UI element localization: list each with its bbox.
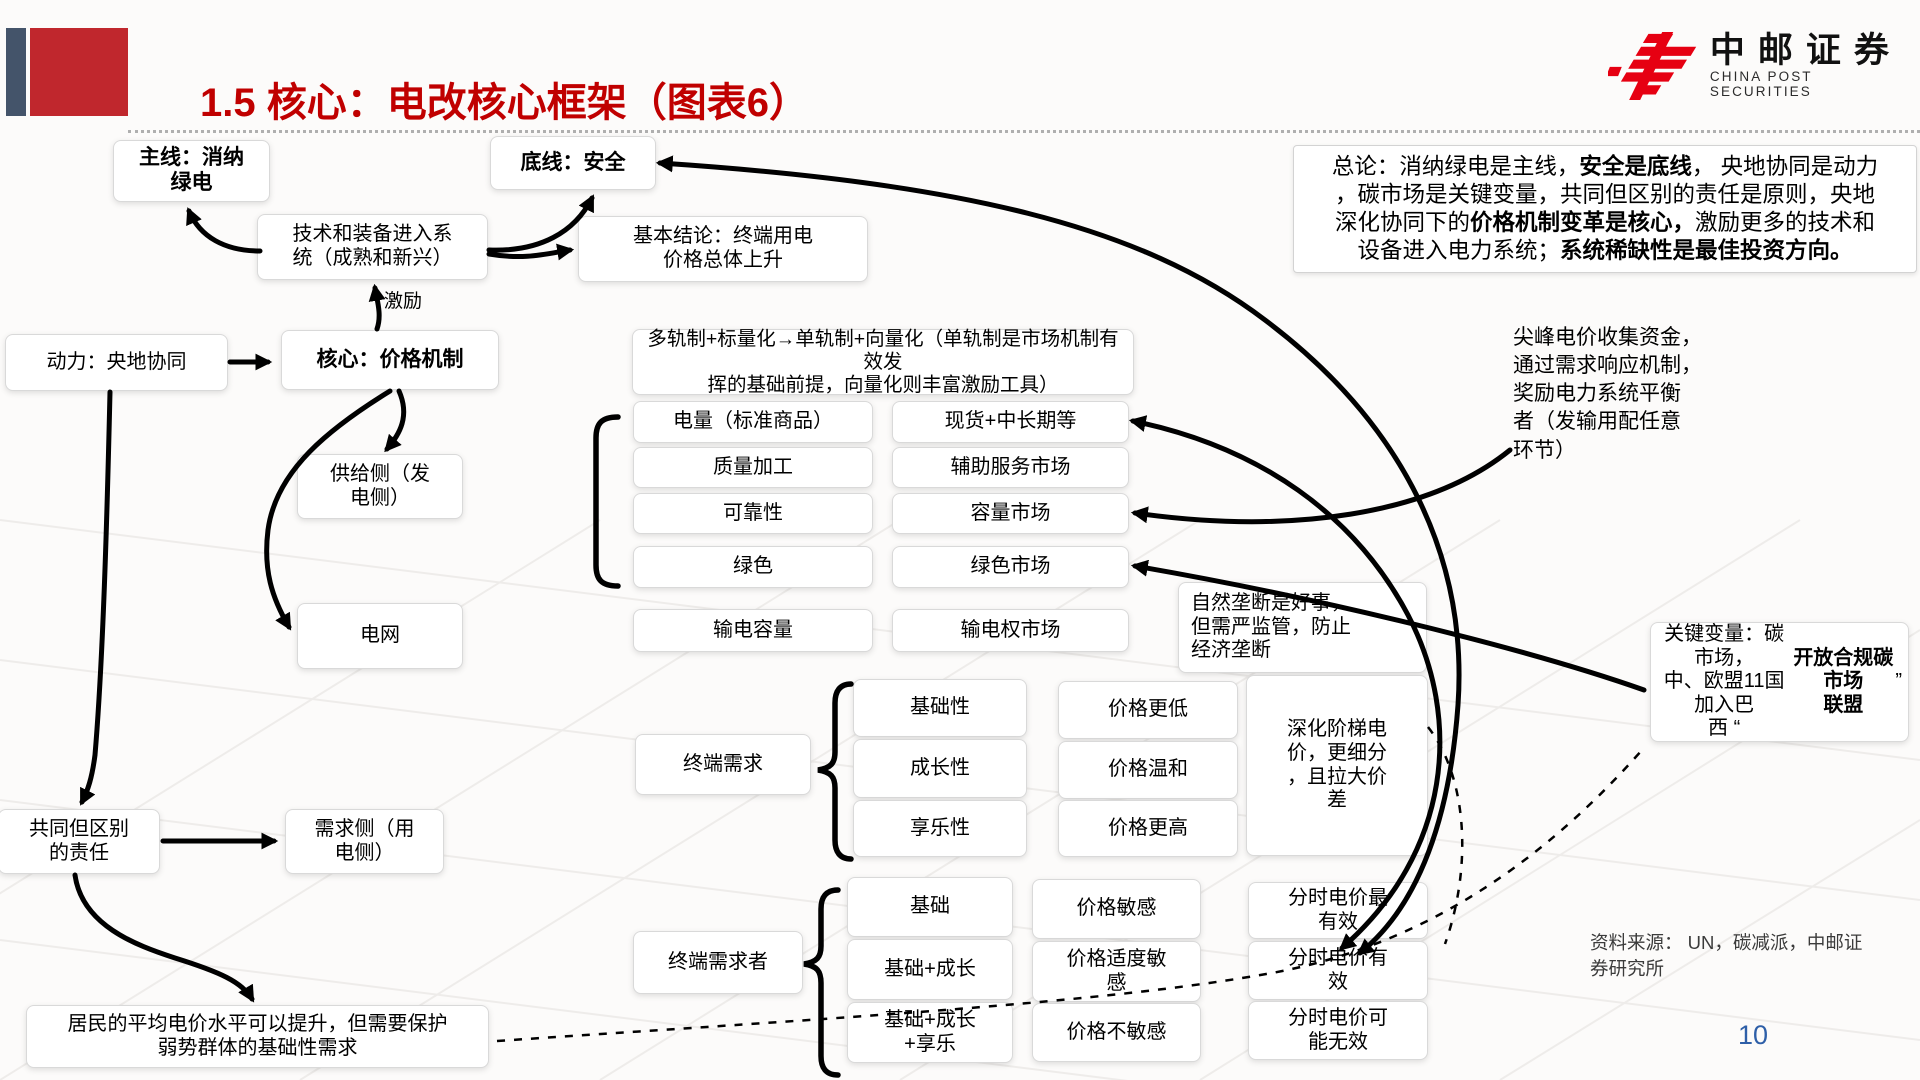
node-sens-low: 价格不敏感 (1032, 1003, 1201, 1062)
incentive-label: 激励 (384, 291, 423, 312)
node-mkt-transmission: 输电权市场 (892, 609, 1129, 652)
node-cons-basic-growth-hedonic: 基础+成长 +享乐 (847, 1002, 1013, 1063)
plain-text: ” (1895, 670, 1902, 693)
brand-name-en: CHINA POST SECURITIES (1709, 69, 1813, 100)
source-note: 资料来源： UN，碳减派，中邮证 券研究所 (1590, 932, 1863, 979)
node-cons-basic-growth: 基础+成长 (847, 939, 1013, 1000)
brace-terminal-demand (817, 681, 854, 862)
node-bottomline: 底线：安全 (490, 136, 656, 190)
deco-bar-red (30, 28, 128, 116)
emphasis-text: 开放合规碳市场 联盟 (1793, 646, 1894, 716)
node-need-basic: 基础性 (853, 679, 1027, 737)
node-price-mild: 价格温和 (1058, 741, 1238, 799)
node-common-responsibility: 共同但区别 的责任 (0, 809, 160, 874)
node-attr-quality: 质量加工 (633, 447, 873, 488)
node-price-lower: 价格更低 (1058, 681, 1238, 739)
dotted-divider (128, 130, 1920, 133)
arrow-common-to-resident (72, 872, 255, 1003)
node-core-price-mechanism: 核心：价格机制 (281, 330, 499, 390)
node-sens-high: 价格敏感 (1032, 879, 1201, 939)
node-sens-moderate: 价格适度敏 感 (1032, 941, 1201, 1002)
node-tech-equipment: 技术和装备进入系 统（成熟和新兴） (257, 214, 488, 280)
summary-box: 总论：消纳绿电是主线，安全是底线， 央地协同是动力 ，碳市场是关键变量，共同但区… (1293, 145, 1917, 273)
node-attr-green: 绿色 (633, 546, 873, 588)
brand-logo: 中邮证券 CHINA POST SECURITIES (1608, 30, 1920, 102)
emphasis-text: 安全是底线 (1579, 154, 1692, 179)
arrow-peak-to-capacity (1130, 447, 1513, 525)
brace-terminal-consumer (803, 887, 841, 1078)
brand-text: 中邮证券 CHINA POST SECURITIES (1709, 30, 1920, 100)
node-multitrack: 多轨制+标量化→单轨制+向量化（单轨制是市场机制有效发 挥的基础前提，向量化则丰… (632, 328, 1134, 396)
dashed-tiered-to-tou (1427, 726, 1464, 945)
node-natural-monopoly: 自然垄断是好事， 但需严监管，防止 经济垄断 (1178, 582, 1427, 673)
node-mkt-ancillary: 辅助服务市场 (892, 447, 1129, 488)
node-key-variable-carbon: 关键变量：碳市场， 中、欧盟11国加入巴 西 “开放合规碳市场 联盟” (1650, 622, 1909, 742)
node-grid: 电网 (297, 603, 463, 669)
arrow-core-to-supply (384, 388, 407, 453)
page-number: 10 (1738, 1020, 1769, 1050)
node-terminal-consumer: 终端需求者 (633, 931, 803, 994)
arrow-power-to-common (79, 389, 113, 806)
node-need-hedonic: 享乐性 (853, 800, 1027, 857)
page-title: 1.5 核心：电改核心框架（图表6） (200, 81, 809, 125)
node-mkt-capacity: 容量市场 (892, 493, 1129, 534)
node-tou-most-effective: 分时电价最 有效 (1248, 882, 1428, 939)
node-mkt-green: 绿色市场 (892, 546, 1129, 588)
node-attr-reliability: 可靠性 (633, 493, 873, 534)
arrow-tech-to-bottomline (486, 194, 595, 253)
node-tou-effective: 分时电价有 效 (1248, 941, 1428, 1000)
emphasis-text: 系统稀缺性是最佳投资方向。 (1560, 237, 1853, 263)
node-attr-quantity: 电量（标准商品） (633, 401, 873, 443)
node-terminal-demand: 终端需求 (635, 734, 811, 795)
plain-text: 总论：消纳绿电是主线， (1331, 154, 1580, 179)
china-post-emblem-icon (1608, 32, 1697, 100)
arrow-incentive-core-to-tech (368, 283, 386, 332)
node-mainline: 主线：消纳 绿电 (113, 140, 270, 202)
node-attr-transmission: 输电容量 (633, 609, 873, 652)
peak-price-note: 尖峰电价收集资金， 通过需求响应机制， 奖励电力系统平衡 者（发输用配任意 环节… (1513, 326, 1702, 462)
node-basic-conclusion: 基本结论：终端用电 价格总体上升 (578, 216, 868, 282)
node-supply-side: 供给侧（发 电侧） (297, 454, 463, 519)
node-driver-coordination: 动力：央地协同 (5, 334, 228, 391)
emphasis-text: 价格机制变革是核心， (1469, 209, 1695, 235)
deco-bar-dark (6, 28, 26, 116)
node-mkt-spot: 现货+中长期等 (892, 401, 1129, 443)
arrow-tech-to-conclusion (486, 243, 575, 261)
brand-name-cn: 中邮证券 (1709, 30, 1902, 70)
plain-text: 关键变量：碳市场， 中、欧盟11国加入巴 西 “ (1663, 623, 1785, 740)
arrow-tech-to-mainline (186, 207, 263, 254)
node-tiered-pricing: 深化阶梯电 价，更细分 ，且拉大价 差 (1246, 675, 1428, 856)
node-price-higher: 价格更高 (1058, 800, 1238, 857)
node-cons-basic: 基础 (847, 877, 1013, 937)
node-resident-price: 居民的平均电价水平可以提升，但需要保护 弱势群体的基础性需求 (26, 1005, 489, 1068)
node-tou-maybe-ineffective: 分时电价可 能无效 (1248, 1001, 1428, 1060)
bracket-supply-attrs (593, 414, 621, 589)
node-need-growth: 成长性 (853, 739, 1027, 798)
node-demand-side: 需求侧（用 电侧） (285, 809, 444, 874)
